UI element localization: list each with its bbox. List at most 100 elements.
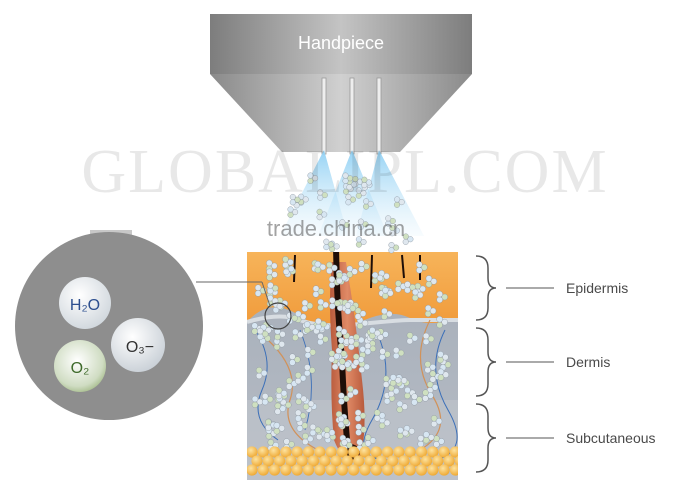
particle bbox=[374, 329, 381, 337]
particle bbox=[309, 423, 317, 431]
skin-cross-section bbox=[247, 252, 458, 480]
fat-cells bbox=[247, 446, 458, 476]
fat-cell bbox=[341, 455, 353, 467]
fat-cell bbox=[438, 446, 450, 458]
spray-particles bbox=[287, 172, 414, 254]
particle bbox=[427, 392, 434, 399]
particle bbox=[287, 206, 294, 213]
particle bbox=[346, 442, 353, 449]
particle bbox=[385, 215, 392, 222]
particle bbox=[289, 193, 296, 200]
handpiece-body bbox=[210, 14, 472, 74]
particle bbox=[437, 374, 445, 381]
particle bbox=[314, 261, 321, 268]
particle bbox=[338, 337, 345, 344]
particle bbox=[355, 241, 362, 248]
fat-cell bbox=[280, 464, 292, 476]
particle bbox=[294, 356, 301, 363]
particle bbox=[442, 354, 449, 361]
spray-cones bbox=[280, 150, 424, 236]
brace-subcutaneous bbox=[475, 403, 497, 473]
particle bbox=[389, 224, 396, 231]
particle bbox=[328, 276, 336, 283]
particle bbox=[334, 300, 341, 307]
particle bbox=[379, 353, 386, 361]
particle bbox=[306, 302, 313, 309]
particle bbox=[282, 256, 289, 263]
label-subcutaneous: Subcutaneous bbox=[566, 430, 656, 446]
particle bbox=[441, 293, 448, 301]
particle bbox=[419, 285, 426, 293]
particle bbox=[343, 395, 350, 402]
particle bbox=[316, 433, 323, 441]
fat-cell bbox=[314, 464, 326, 476]
fat-cell bbox=[359, 446, 371, 458]
particle bbox=[365, 179, 372, 186]
particle bbox=[317, 288, 325, 295]
brace-epidermis bbox=[475, 255, 497, 321]
particle bbox=[291, 315, 298, 322]
fat-cell bbox=[404, 464, 416, 476]
particle bbox=[336, 271, 343, 279]
particle bbox=[355, 187, 362, 194]
particle bbox=[322, 336, 329, 343]
particle bbox=[300, 313, 307, 320]
particle bbox=[257, 327, 264, 335]
particle bbox=[351, 268, 358, 275]
particle bbox=[274, 333, 281, 341]
fat-cell bbox=[325, 446, 337, 458]
particle bbox=[364, 348, 372, 355]
particle bbox=[436, 321, 443, 329]
particle bbox=[422, 395, 429, 402]
particle bbox=[265, 433, 273, 440]
particle bbox=[358, 266, 365, 273]
particle bbox=[438, 438, 445, 445]
particle bbox=[417, 435, 424, 442]
particle bbox=[382, 292, 389, 300]
particle bbox=[271, 271, 278, 278]
fat-cell bbox=[319, 455, 331, 467]
fat-cell bbox=[427, 446, 439, 458]
particle bbox=[328, 356, 335, 363]
particle bbox=[396, 400, 403, 408]
handpiece-cone bbox=[210, 74, 472, 152]
particle bbox=[441, 318, 448, 326]
magnifier-circle bbox=[15, 232, 203, 420]
o2-label: O₂ bbox=[71, 360, 90, 377]
particle bbox=[436, 316, 443, 323]
fat-cell bbox=[393, 464, 405, 476]
particle bbox=[267, 287, 274, 295]
particle bbox=[286, 312, 293, 319]
particle bbox=[363, 198, 370, 205]
particle bbox=[383, 419, 391, 427]
particle bbox=[309, 349, 316, 356]
particle bbox=[309, 367, 316, 374]
particle bbox=[430, 278, 437, 285]
fat-cell bbox=[280, 446, 292, 458]
particle bbox=[266, 274, 273, 281]
particle bbox=[336, 277, 343, 284]
particle bbox=[288, 265, 295, 273]
particle bbox=[424, 361, 431, 368]
watermark-main: GLOBALIPL.COM bbox=[81, 138, 608, 206]
particle bbox=[300, 395, 307, 403]
particle bbox=[279, 331, 286, 338]
small-hair bbox=[293, 254, 296, 283]
fat-cell bbox=[370, 446, 382, 458]
particle bbox=[315, 323, 322, 331]
particle bbox=[404, 386, 411, 394]
particle bbox=[408, 428, 415, 435]
particle bbox=[411, 399, 418, 406]
fat-cell bbox=[291, 446, 303, 458]
fat-cell bbox=[398, 455, 410, 467]
particle bbox=[422, 389, 429, 396]
particle bbox=[254, 290, 262, 297]
particle bbox=[382, 381, 390, 388]
fat-cell bbox=[307, 455, 320, 467]
particle bbox=[436, 290, 443, 298]
zoom-leader-line bbox=[261, 281, 271, 307]
particle bbox=[382, 331, 389, 338]
particle bbox=[309, 429, 317, 436]
particle bbox=[345, 193, 352, 200]
